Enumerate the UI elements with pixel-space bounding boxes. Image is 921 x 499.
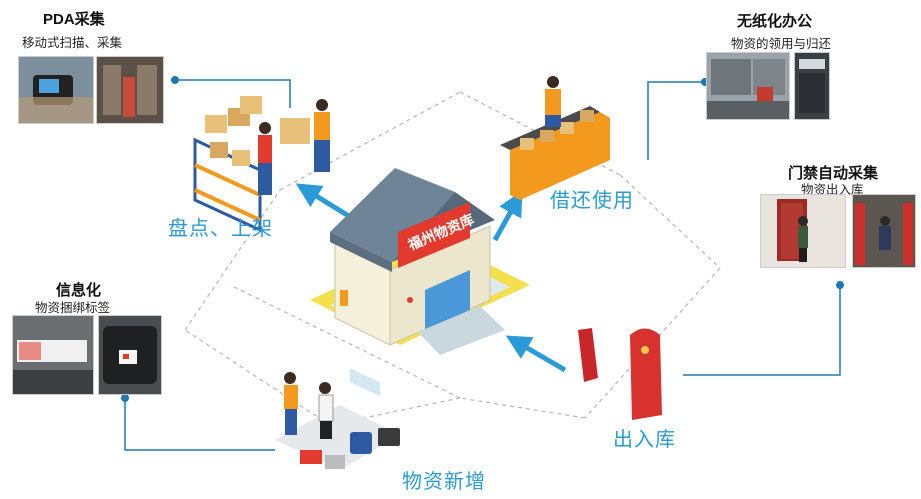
paperless-subtitle: 物资的领用与归还: [731, 37, 832, 51]
new-material-illustration: [275, 372, 400, 470]
door-photo-gate: [852, 194, 916, 268]
paperless-photo-office: [706, 52, 790, 120]
connector-lines: [124, 79, 841, 451]
pda-photo-warehouse: [96, 56, 164, 124]
info-subtitle: 物资捆绑标签: [35, 301, 111, 315]
stage-inout-label: 出入库: [613, 429, 676, 451]
paperless-title: 无纸化办公: [737, 13, 813, 30]
borrow-illustration: [500, 76, 610, 200]
stage-borrow-label: 借还使用: [550, 190, 634, 212]
warehouse-building: [330, 168, 505, 397]
pda-photo-scanner: [18, 56, 94, 124]
arrow-to-inventory: [295, 183, 354, 221]
arrow-from-inout: [505, 335, 567, 373]
stage-inventory-label: 盘点、上架: [168, 218, 273, 240]
inventory-illustration: [193, 96, 330, 233]
paperless-photo-cabinet: [794, 52, 830, 120]
info-photo-case: [98, 315, 162, 395]
pda-subtitle: 移动式扫描、采集: [22, 36, 123, 50]
info-photo-tag: [12, 315, 94, 395]
info-title: 信息化: [56, 282, 102, 299]
door-subtitle: 物资出入库: [801, 183, 864, 197]
arrow-to-borrow: [492, 190, 523, 242]
pda-title: PDA采集: [43, 11, 105, 28]
stage-add-label: 物资新增: [402, 471, 486, 493]
door-photo-entrance: [760, 194, 846, 268]
flow-arrows: [295, 183, 567, 373]
door-title: 门禁自动采集: [788, 165, 879, 182]
rfid-gates: [578, 328, 662, 420]
